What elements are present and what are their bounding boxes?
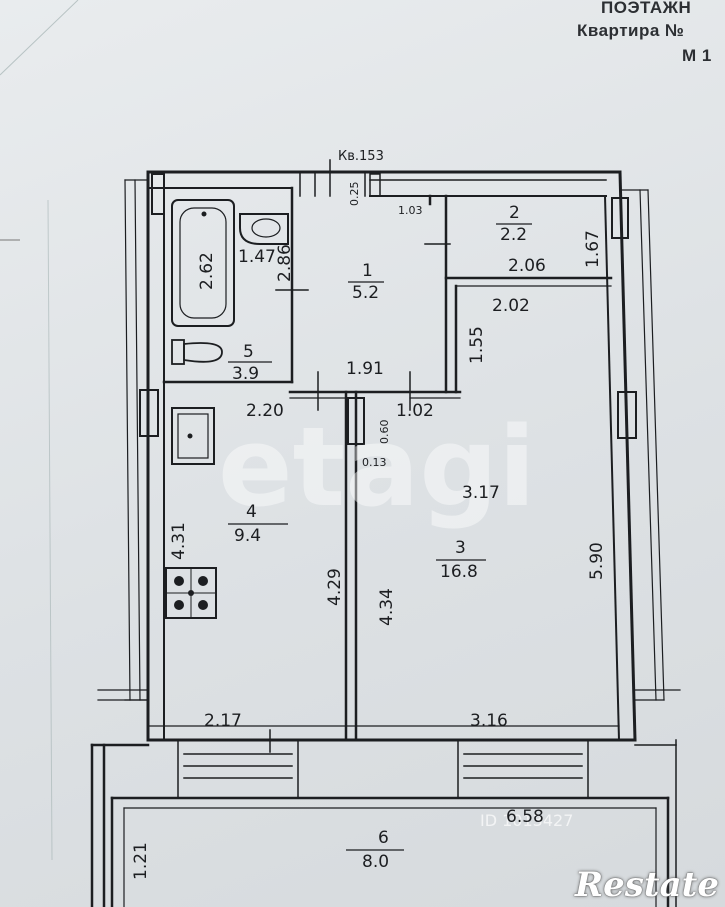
bathtub	[171, 199, 235, 327]
etagi-watermark: etagi	[218, 403, 536, 531]
room-1-area: 5.2	[352, 283, 379, 303]
room-4-area: 9.4	[234, 526, 261, 546]
room-2-number: 2	[509, 203, 520, 223]
dim-balcony-height: 1.21	[131, 842, 151, 880]
room-3-area: 16.8	[440, 562, 478, 582]
toilet	[171, 339, 223, 365]
kitchen-sink	[171, 407, 215, 465]
room-5-area: 3.9	[232, 364, 259, 384]
balcony-wall	[90, 739, 677, 907]
dim-room3-mid: 3.17	[462, 483, 500, 503]
dim-room3-bottom: 3.16	[470, 711, 508, 731]
dim-gap-060: 0.60	[378, 420, 391, 445]
room-1-number: 1	[362, 261, 373, 281]
dim-kitchen-height: 4.31	[169, 522, 189, 560]
room-4-number: 4	[246, 502, 257, 522]
room-6-number: 6	[378, 828, 389, 848]
dim-room2-width: 2.06	[508, 256, 546, 276]
dim-kitchen-top: 2.20	[246, 401, 284, 421]
dim-hall-width: 1.91	[346, 359, 384, 379]
partition-wall	[344, 390, 365, 742]
dim-gap-013: 0.13	[362, 456, 387, 469]
header-line-3: М 1	[682, 46, 712, 65]
room-3-number: 3	[455, 538, 466, 558]
dim-room3-step: 1.55	[467, 326, 487, 364]
dim-kitchen-bottom: 2.17	[204, 711, 242, 731]
bathroom-wall	[162, 186, 294, 384]
dim-room3-left: 4.34	[377, 588, 397, 626]
stove-burners	[174, 576, 208, 610]
dim-balcony-width: 6.58	[506, 807, 544, 827]
room-5-number: 5	[243, 342, 254, 362]
dim-hall-top-width: 1.03	[398, 204, 423, 217]
room-2-area: 2.2	[500, 225, 527, 245]
dim-hall-top: 0.25	[348, 182, 361, 207]
unit-label: Кв.153	[338, 149, 384, 164]
outer-wall	[146, 170, 637, 742]
dim-bath-length: 2.62	[197, 252, 217, 290]
dim-room3-right: 5.90	[587, 542, 607, 580]
header-line-1: ПОЭТАЖН	[601, 0, 692, 17]
washbasin	[239, 213, 289, 245]
dim-hall-height: 2.86	[275, 244, 295, 282]
room-6-area: 8.0	[362, 852, 389, 872]
dim-bath-width: 1.47	[238, 247, 276, 267]
header-line-2: Квартира №	[577, 21, 685, 40]
dim-room2-height: 1.67	[583, 230, 603, 268]
dim-door-width: 1.02	[396, 401, 434, 421]
id-watermark: ID 1013427	[480, 811, 573, 830]
dim-kitchen-right: 4.29	[325, 568, 345, 606]
dim-room3-top-width: 2.02	[492, 296, 530, 316]
restate-logo: Restate	[574, 865, 719, 905]
